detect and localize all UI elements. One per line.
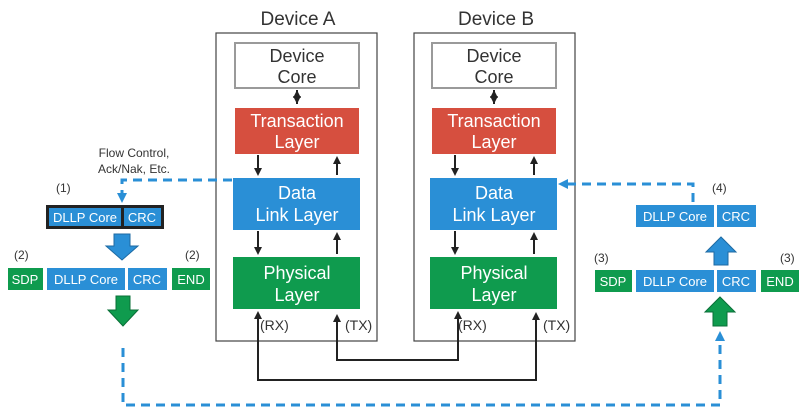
step-2-left-label: (2)	[14, 248, 29, 262]
device-b-internal-arrows	[451, 90, 538, 255]
step-2-crc	[128, 268, 167, 290]
step-1-label: (1)	[56, 181, 71, 195]
step-2-end	[172, 268, 210, 290]
device-a-core-line2: Core	[277, 67, 316, 87]
device-a-data-link-layer	[233, 178, 360, 230]
step-2-down-arrow-icon	[106, 295, 140, 327]
device-b-physical-layer	[430, 257, 557, 309]
device-a-transaction-layer	[235, 108, 359, 154]
step-4-dllp-core	[636, 205, 714, 227]
device-b-core	[431, 42, 557, 89]
step-2-right-label: (2)	[185, 248, 200, 262]
device-a-physical-line2: Layer	[274, 285, 319, 305]
device-b-core-line1: Device	[466, 46, 521, 66]
step-3-sdp-label: SDP	[600, 274, 627, 289]
step-3-end-label: END	[766, 274, 793, 289]
device-b-transaction-layer	[432, 108, 556, 154]
step-3-crc	[717, 270, 756, 292]
device-a-transaction-line1: Transaction	[250, 111, 343, 131]
step-1-dllp-core-label: DLLP Core	[53, 210, 117, 225]
device-a-core-line1: Device	[269, 46, 324, 66]
device-b-transaction-line2: Layer	[471, 132, 516, 152]
device-b-title: Device B	[458, 9, 534, 30]
step-2-end-label: END	[177, 272, 204, 287]
device-a-datalink-line1: Data	[278, 183, 317, 203]
device-a-physical-layer	[233, 257, 360, 309]
step-2-dllp-core-label: DLLP Core	[54, 272, 118, 287]
step-4-dllp-core-label: DLLP Core	[643, 209, 707, 224]
device-b-frame	[413, 32, 576, 342]
step-3-left-label: (3)	[594, 251, 609, 265]
step-3-end	[761, 270, 799, 292]
step-3-to-4-arrow-icon	[704, 236, 738, 266]
step-3-right-label: (3)	[780, 251, 795, 265]
device-a-transaction-line2: Layer	[274, 132, 319, 152]
step-2-crc-label: CRC	[133, 272, 161, 287]
device-b-datalink-line2: Link Layer	[452, 205, 535, 225]
device-b-datalink-line1: Data	[475, 183, 514, 203]
dllp-out-dashed-path	[117, 178, 232, 203]
step-1-crc-label: CRC	[128, 210, 156, 225]
device-b-core-line2: Core	[474, 67, 513, 87]
step-2-dllp-core	[47, 268, 125, 290]
dllp-link-dashed-path	[121, 331, 725, 407]
step-3-dllp-core-label: DLLP Core	[643, 274, 707, 289]
flow-control-label-line2: Ack/Nak, Etc.	[98, 162, 170, 176]
step-4-crc-label: CRC	[722, 209, 750, 224]
device-b-transaction-line1: Transaction	[447, 111, 540, 131]
step-4-label: (4)	[712, 181, 727, 195]
step-2-sdp	[8, 268, 43, 290]
physical-link-lines	[254, 311, 537, 381]
step-1-to-2-arrow-icon	[104, 233, 140, 261]
step-1-dllp-core	[49, 208, 121, 226]
device-b-rx-label: (RX)	[458, 317, 487, 333]
step-3-sdp	[595, 270, 632, 292]
step-1-crc	[124, 208, 161, 226]
dllp-in-dashed-path	[558, 179, 695, 202]
device-a-frame	[215, 32, 378, 342]
step-4-crc	[717, 205, 756, 227]
device-a-core	[234, 42, 360, 89]
device-b-physical-line1: Physical	[460, 263, 527, 283]
step-3-dllp-core	[636, 270, 714, 292]
device-a-internal-arrows	[254, 90, 341, 255]
device-a-rx-label: (RX)	[260, 317, 289, 333]
device-a-title: Device A	[261, 9, 336, 30]
device-b-data-link-layer	[430, 178, 557, 230]
device-a-tx-label: (TX)	[345, 317, 372, 333]
device-a-datalink-line2: Link Layer	[255, 205, 338, 225]
flow-control-label-line1: Flow Control,	[99, 146, 170, 160]
step-3-up-arrow-icon	[703, 296, 737, 327]
device-b-physical-line2: Layer	[471, 285, 516, 305]
device-b-tx-label: (TX)	[543, 317, 570, 333]
step-3-crc-label: CRC	[722, 274, 750, 289]
step-2-sdp-label: SDP	[12, 272, 39, 287]
device-a-physical-line1: Physical	[263, 263, 330, 283]
